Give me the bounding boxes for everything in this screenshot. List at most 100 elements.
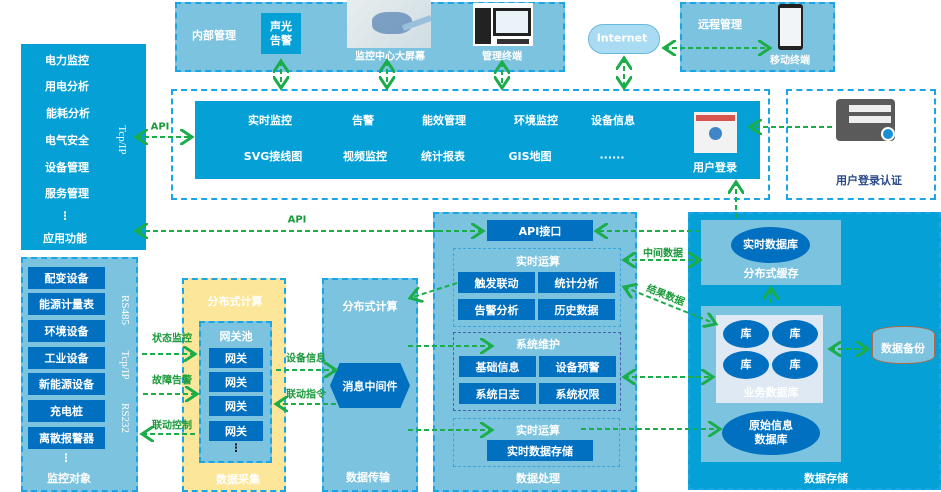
system-log: 系统日志 [459, 383, 536, 404]
system-maintenance-title: 系统维护 [516, 338, 560, 351]
login-auth-icon [836, 99, 895, 141]
data-storage-label: 数据存储 [804, 472, 848, 485]
bigscreen-label: 监控中心大屏幕 [355, 51, 425, 63]
application-panel [195, 101, 760, 179]
app-video-monitor[interactable]: 视频监控 [343, 150, 387, 163]
mobile-label: 移动终端 [770, 55, 810, 67]
object-industrial: 工业设备 [28, 347, 105, 369]
application-functions-panel [21, 44, 146, 250]
raw-info-database: 原始信息 数据库 [722, 411, 820, 455]
object-charging-pile: 充电桩 [28, 400, 105, 422]
user-login-icon[interactable] [694, 112, 737, 153]
login-auth-panel [786, 89, 936, 200]
app-gis-map[interactable]: GIS地图 [508, 150, 552, 163]
library-db: 库 [772, 351, 818, 379]
tcpip-protocol-label: Tcp/IP [116, 125, 128, 155]
gateway: 网关 [209, 421, 263, 441]
statistical-analysis: 统计分析 [538, 272, 615, 293]
func-service-management: 服务管理 [45, 187, 89, 200]
internet-cloud-icon [588, 24, 660, 54]
raw-db-line1: 原始信息 [749, 419, 793, 432]
objects-dots: ⋮ [60, 451, 72, 465]
library-db: 库 [723, 351, 769, 379]
distributed-cache-label: 分布式缓存 [743, 267, 799, 280]
data-backup-cylinder [872, 326, 935, 364]
raw-db-line2: 数据库 [754, 433, 788, 446]
device-info-label: 设备信息 [286, 353, 326, 365]
message-middleware: 消息中间件 [330, 363, 410, 408]
data-collection-label: 数据采集 [216, 473, 260, 486]
data-processing-label: 数据处理 [516, 472, 560, 485]
api-label-1: API [150, 121, 170, 133]
api-label-2: API [287, 214, 307, 226]
data-transfer-label: 数据传输 [346, 471, 390, 484]
app-realtime-monitor[interactable]: 实时监控 [248, 114, 292, 127]
gateway-dots: ⋮ [230, 441, 242, 455]
login-auth-label: 用户登录认证 [836, 174, 902, 187]
app-more: ...... [599, 148, 625, 162]
map-screen-icon [347, 0, 431, 48]
func-device-management: 设备管理 [45, 161, 89, 174]
user-login-label: 用户登录 [693, 161, 737, 174]
result-data-label: 结果数据 [644, 283, 686, 309]
func-app-label: 应用功能 [43, 232, 87, 245]
collect-dist-label: 分布式计算 [207, 295, 263, 308]
sound-light-alarm-label: 声光告警 [270, 20, 292, 47]
sound-light-alarm[interactable] [261, 13, 301, 54]
data-backup-label: 数据备份 [881, 342, 925, 355]
mobile-phone-icon [778, 4, 803, 50]
object-environment: 环境设备 [28, 320, 105, 342]
gateway: 网关 [209, 348, 263, 368]
mid-data-label: 中间数据 [643, 248, 683, 260]
realtime-data-storage: 实时数据存储 [487, 440, 593, 461]
link-command-label: 联动指令 [286, 389, 326, 401]
computer-terminal-icon [473, 3, 533, 46]
internet-label: Internet [596, 31, 648, 45]
realtime-database: 实时数据库 [731, 227, 810, 263]
rs232-label: RS232 [119, 403, 131, 433]
system-maintenance-group [453, 332, 621, 411]
tcpip-label: Tcp/IP [119, 350, 131, 380]
system-permission: 系统权限 [539, 383, 616, 404]
alarm-analysis: 告警分析 [458, 299, 535, 320]
terminal-label: 管理终端 [482, 51, 522, 63]
transfer-dist-label: 分布式计算 [342, 300, 398, 313]
func-power-monitor: 电力监控 [45, 54, 89, 67]
gateway: 网关 [209, 396, 263, 416]
api-interface: API接口 [487, 220, 593, 241]
device-warning: 设备预警 [539, 356, 616, 377]
object-energy-meter: 能源计量表 [28, 293, 105, 315]
gateway-pool-label: 网关池 [219, 330, 253, 343]
trigger-linkage: 触发联动 [458, 272, 535, 293]
realtime-compute-title-2: 实时运算 [516, 424, 560, 437]
realtime-compute-title: 实时运算 [516, 255, 560, 268]
app-energy-efficiency[interactable]: 能效管理 [422, 114, 466, 127]
link-control-label: 联动控制 [152, 420, 192, 432]
status-monitor-label: 状态监控 [152, 333, 192, 345]
gateway: 网关 [209, 372, 263, 392]
rs485-label: RS485 [119, 295, 131, 325]
app-svg-wiring[interactable]: SVG接线图 [243, 150, 303, 163]
app-stat-report[interactable]: 统计报表 [421, 150, 465, 163]
objects-label: 监控对象 [47, 472, 91, 485]
fault-alarm-label: 故障告警 [152, 375, 192, 387]
func-electrical-safety: 电气安全 [45, 134, 89, 147]
func-dots: ⋮ [59, 209, 71, 223]
library-db: 库 [723, 320, 769, 348]
app-device-info[interactable]: 设备信息 [591, 114, 635, 127]
history-data: 历史数据 [538, 299, 615, 320]
func-power-analysis: 用电分析 [45, 80, 89, 93]
object-alarm-device: 离散报警器 [28, 427, 105, 449]
app-alarm[interactable]: 告警 [352, 114, 374, 127]
basic-info: 基础信息 [459, 356, 536, 377]
object-distribution: 配变设备 [28, 267, 105, 289]
func-energy-analysis: 能耗分析 [46, 107, 90, 120]
app-environment-monitor[interactable]: 环境监控 [514, 114, 558, 127]
library-db: 库 [772, 320, 818, 348]
object-new-energy: 新能源设备 [28, 373, 105, 395]
business-db-label: 业务数据库 [743, 386, 799, 399]
internal-management-label: 内部管理 [192, 29, 236, 42]
remote-management-label: 远程管理 [698, 18, 742, 31]
remote-management-panel [680, 2, 835, 72]
realtime-storage-group [453, 418, 620, 467]
